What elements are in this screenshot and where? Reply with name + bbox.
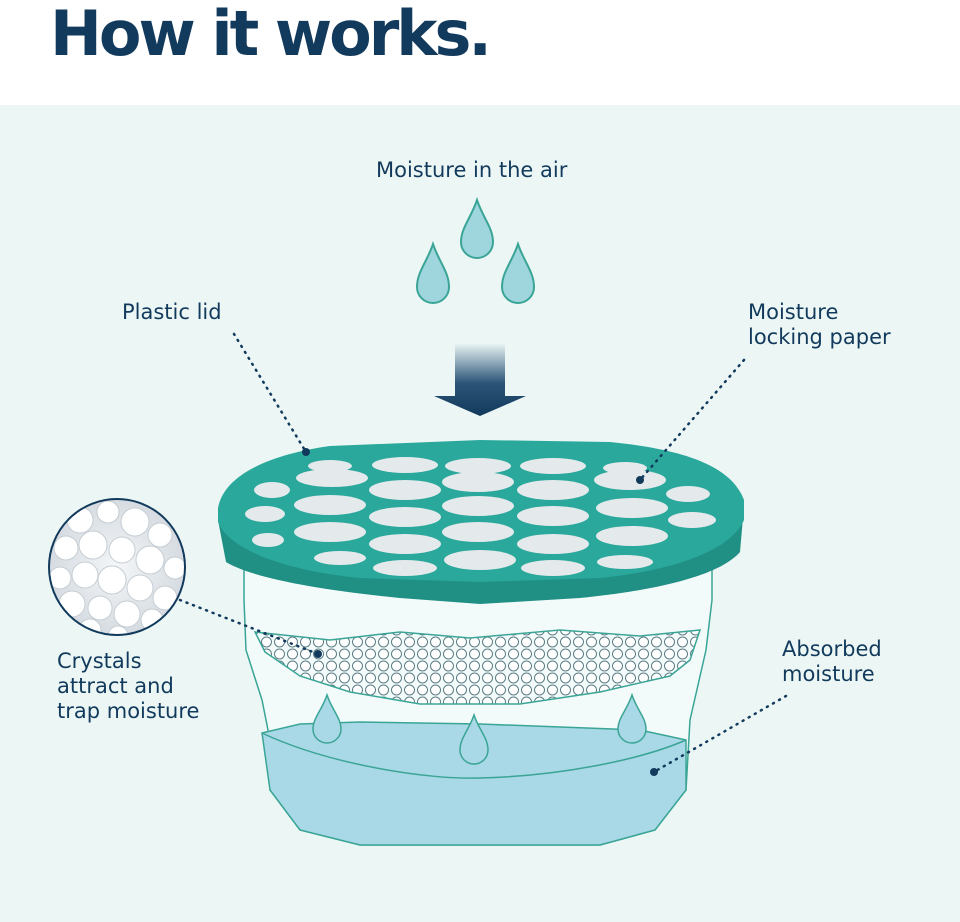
absorbed-water	[261, 721, 687, 846]
water-drop-icon	[312, 692, 342, 744]
label-absorbed-moisture: Absorbed moisture	[782, 637, 882, 686]
water-drop-icon	[500, 240, 536, 304]
water-drop-icon	[415, 240, 451, 304]
water-drop-icon	[459, 196, 495, 259]
leader-dot	[650, 768, 658, 776]
label-plastic-lid: Plastic lid	[122, 300, 222, 324]
leader-plastic-lid	[232, 332, 308, 454]
leader-dot	[636, 476, 644, 484]
water-drop-icon	[617, 692, 647, 744]
plastic-lid	[218, 440, 744, 604]
water-drop-icon	[459, 712, 489, 765]
leader-locking-paper	[638, 358, 746, 482]
label-crystals: Crystals attract and trap moisture	[57, 649, 200, 723]
falling-drops	[415, 196, 536, 304]
down-arrow-icon	[434, 343, 526, 416]
page-title: How it works.	[50, 0, 492, 70]
leader-lines	[178, 332, 788, 774]
label-moisture-in-air: Moisture in the air	[376, 158, 568, 182]
leader-absorbed	[652, 694, 788, 774]
crystal-layer	[253, 629, 702, 705]
crystals-zoom-circle	[48, 498, 186, 636]
lid-holes	[245, 457, 716, 576]
container	[243, 545, 713, 846]
leader-dot	[302, 448, 310, 456]
leader-dot	[314, 650, 322, 658]
label-locking-paper: Moisture locking paper	[748, 300, 891, 349]
